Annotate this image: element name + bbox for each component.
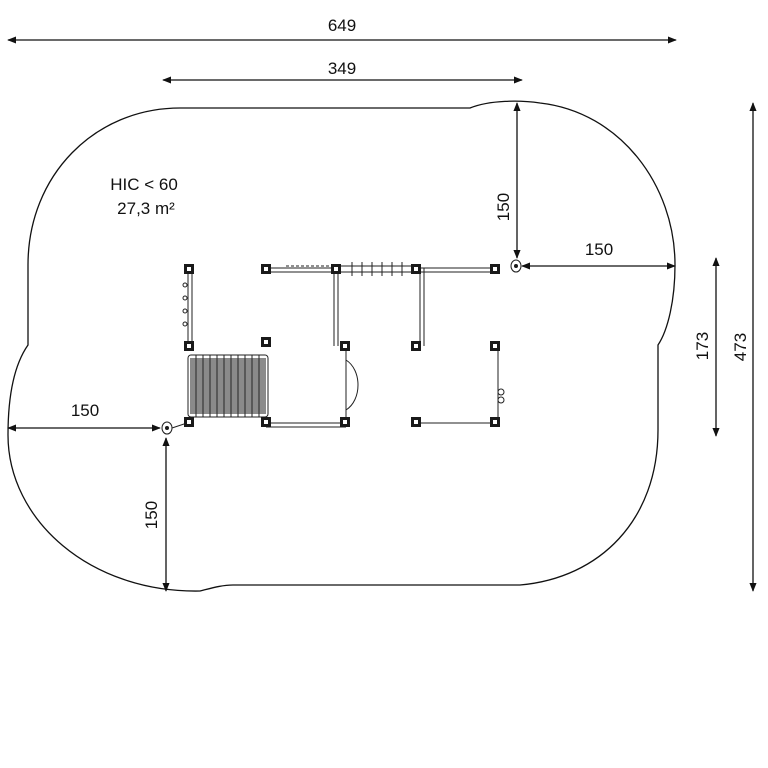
rope-bridge: [340, 262, 414, 276]
clearance-left-vertical-label: 150: [142, 501, 161, 529]
hic-label: HIC < 60: [110, 175, 178, 194]
safety-zone-outline: [7, 100, 676, 592]
fixture-right: [510, 259, 522, 273]
dimension-lines: [7, 36, 757, 592]
clearance-left-horizontal-label: 150: [71, 401, 99, 420]
clearance-top-vertical-label: 150: [494, 193, 513, 221]
structure-depth-label: 173: [693, 332, 712, 360]
area-label: 27,3 m²: [117, 199, 175, 218]
clearance-right-horizontal-label: 150: [585, 240, 613, 259]
overall-width-label: 649: [328, 16, 356, 35]
play-structure: [161, 259, 522, 435]
climbing-tube: [187, 354, 269, 418]
overall-depth-label: 473: [731, 333, 750, 361]
posts: [184, 264, 500, 427]
structure-width-label: 349: [328, 59, 356, 78]
fixture-left: [161, 421, 185, 435]
